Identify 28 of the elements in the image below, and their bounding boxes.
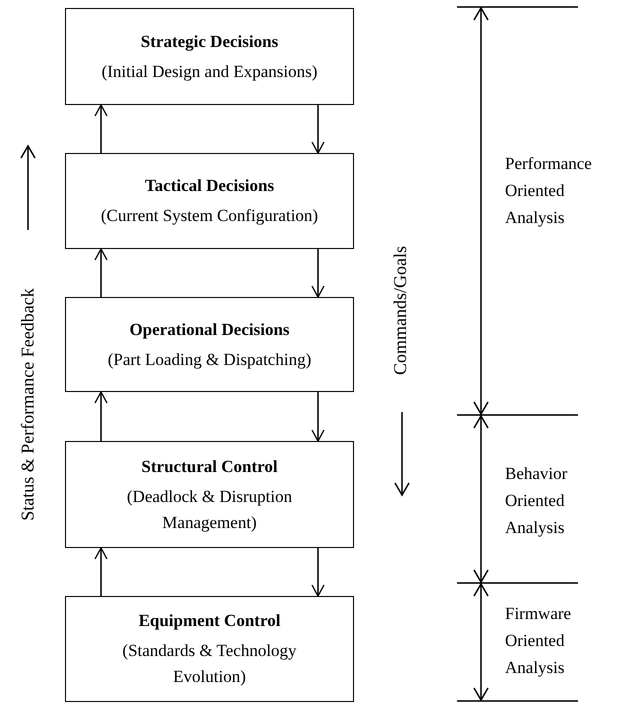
arrow xyxy=(311,548,325,597)
arrow xyxy=(94,391,108,441)
box-title: Tactical Decisions xyxy=(144,175,274,197)
box-subtitle: (Current System Configuration) xyxy=(100,205,318,227)
arrow xyxy=(94,248,108,297)
process-box xyxy=(65,441,354,548)
box-title: Equipment Control xyxy=(138,610,280,632)
box-title: Strategic Decisions xyxy=(140,30,278,53)
axis-label: Commands/Goals xyxy=(388,246,410,374)
arrow xyxy=(311,249,325,298)
box-title: Structural Control xyxy=(141,456,278,478)
box-subtitle: (Initial Design and Expansions) xyxy=(102,60,318,83)
arrow xyxy=(94,547,108,596)
box-subtitle: (Deadlock & Disruption Management) xyxy=(126,486,294,534)
range-label: Performance Oriented Analysis xyxy=(505,153,593,229)
arrow xyxy=(94,104,108,153)
arrow xyxy=(311,105,325,154)
process-box xyxy=(65,297,354,392)
box-title: Operational Decisions xyxy=(129,318,290,341)
box-subtitle: (Standards & Technology Evolution) xyxy=(121,640,298,688)
range-label: Firmware Oriented Analysis xyxy=(505,603,572,679)
arrow xyxy=(311,392,325,442)
process-box xyxy=(65,153,354,249)
process-box xyxy=(65,8,354,105)
process-box xyxy=(65,596,354,702)
axis-label: Status & Performance Feedback xyxy=(16,288,38,520)
box-subtitle: (Part Loading & Dispatching) xyxy=(108,348,312,371)
range-label: Behavior Oriented Analysis xyxy=(505,463,568,539)
